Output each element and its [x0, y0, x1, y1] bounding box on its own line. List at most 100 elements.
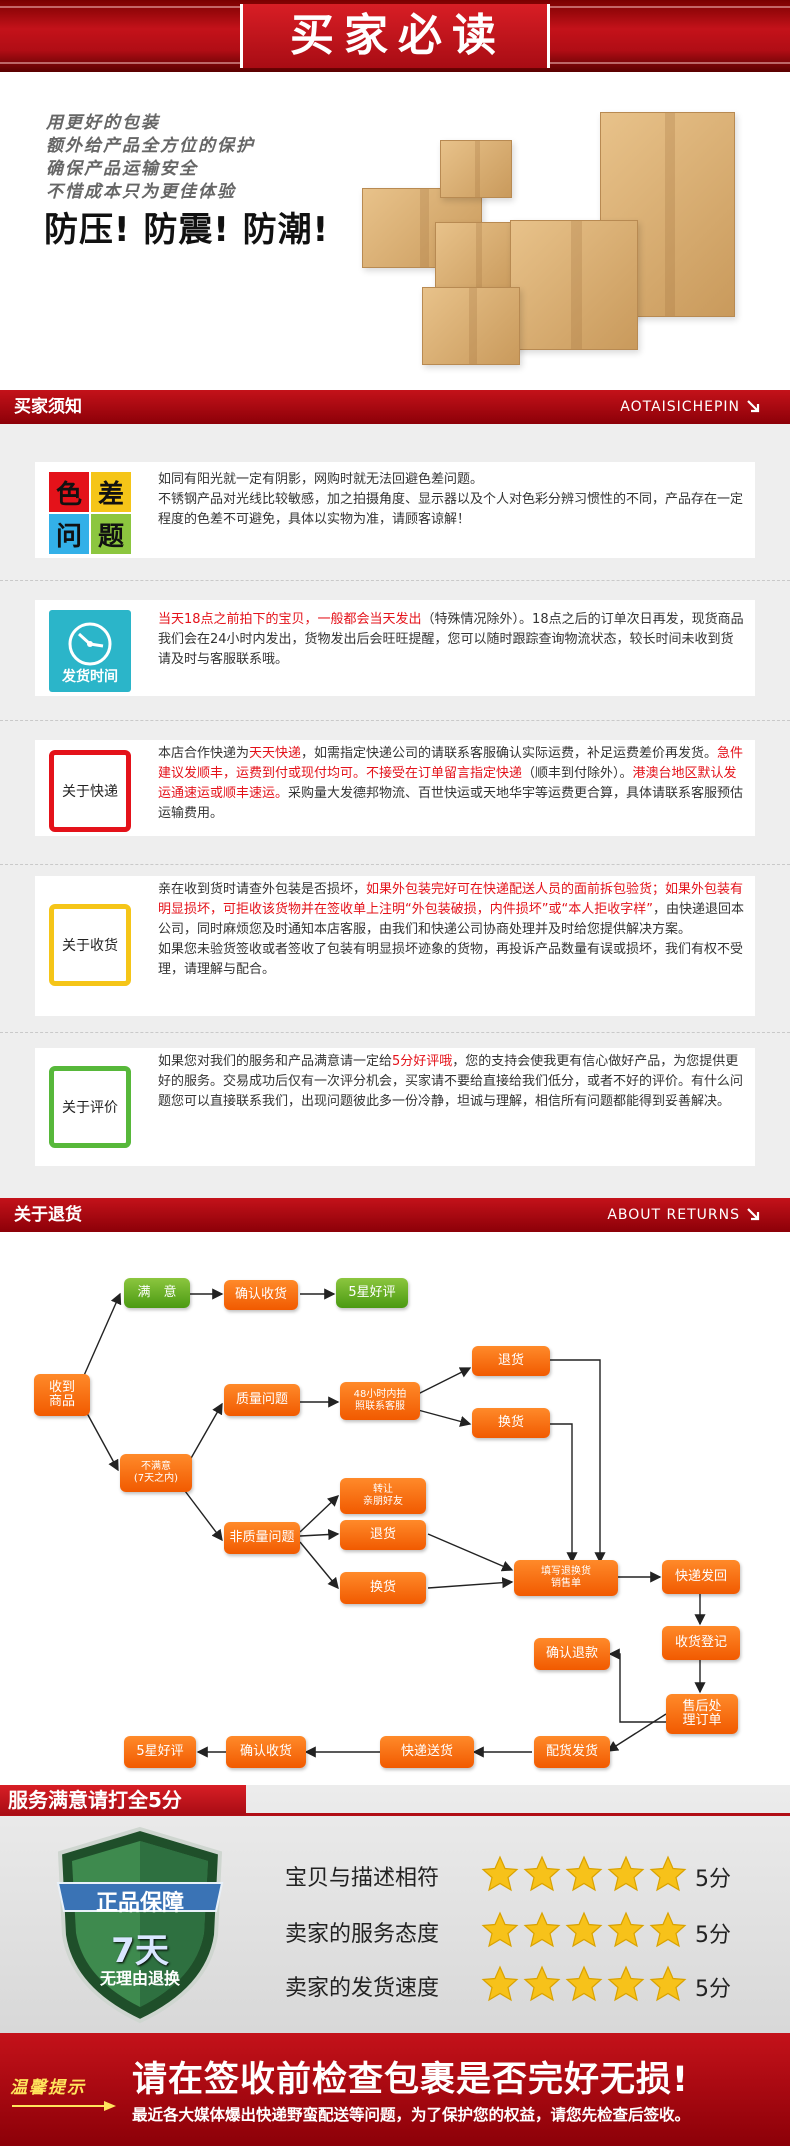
shield-top-text: 正品保障: [95, 1891, 184, 1916]
review-label-icon: 关于评价: [49, 1066, 131, 1148]
hero-line: 不惜成本只为更佳体验: [46, 182, 236, 202]
notice-plain: 亲在收到货时请查外包装是否损坏，: [158, 882, 367, 897]
flow-node-unsatisfied: 不满意 (7天之内): [120, 1454, 192, 1492]
color-cell: 题: [91, 514, 131, 554]
star-icon: [481, 1855, 519, 1892]
flow-node-after-sale: 售后处 理订单: [666, 1694, 738, 1734]
star-rating: [481, 1965, 687, 2005]
star-icon: [523, 1855, 561, 1892]
flow-node-refund: 退货: [472, 1346, 550, 1376]
divider: [0, 580, 790, 581]
star-icon: [565, 1965, 603, 2002]
divider: [0, 720, 790, 721]
guarantee-shield-icon: 正品保障 7天 无理由退换: [50, 1825, 230, 2025]
divider: [0, 1032, 790, 1033]
flow-node-fill-form: 填写退换货 销售单: [514, 1560, 618, 1596]
divider: [0, 864, 790, 865]
hero-line: 确保产品运输安全: [46, 159, 198, 179]
cardboard-box: [435, 222, 520, 288]
tip-main-text: 请在签收前检查包裹是否完好无损!: [132, 2060, 689, 2100]
receiving-label-icon: 关于收货: [49, 904, 131, 986]
hero-line: 额外给产品全方位的保护: [46, 136, 255, 156]
color-difference-icon: 色 差 问 题: [49, 472, 131, 554]
flow-node-exchange: 换货: [472, 1408, 550, 1438]
rating-row: 宝贝与描述相符 5分: [285, 1855, 765, 1895]
notice-highlight: 当天18点之前拍下的宝贝，一般都会当天发出: [158, 612, 422, 627]
flow-node-five-star: 5星好评: [124, 1736, 196, 1768]
section-label: 关于退货: [14, 1205, 82, 1225]
banner-title-box: 买家必读: [240, 4, 550, 68]
color-cell: 问: [49, 514, 89, 554]
color-cell: 差: [91, 472, 131, 512]
top-banner: 买家必读: [0, 0, 790, 72]
rating-row: 卖家的服务态度 5分: [285, 1911, 765, 1951]
flow-node-express-delivery: 快递送货: [380, 1736, 474, 1768]
icon-label: 关于收货: [62, 938, 118, 954]
notice-color-difference: 色 差 问 题 如同有阳光就一定有阴影，网购时就无法回避色差问题。 不锈钢产品对…: [35, 462, 755, 558]
page-title: 买家必读: [290, 10, 506, 61]
cardboard-box: [422, 287, 520, 365]
flow-node-confirm-receipt: 确认收货: [224, 1280, 298, 1310]
arrow-down-right-icon: [746, 399, 760, 413]
star-icon: [523, 1965, 561, 2002]
hero-lines: 用更好的包装 额外给产品全方位的保护 确保产品运输安全 不惜成本只为更佳体验: [46, 112, 255, 204]
flow-node-exchange: 换货: [340, 1572, 426, 1604]
notice-text: 当天18点之前拍下的宝贝，一般都会当天发出（特殊情况除外）。18点之后的订单次日…: [158, 610, 746, 670]
rating-label: 卖家的发货速度: [285, 1976, 440, 2001]
tip-label: 温馨提示: [10, 2078, 86, 2098]
notice-highlight: 天天快递: [249, 746, 302, 761]
notice-text: 本店合作快递为天天快递，如需指定快递公司的请联系客服确认实际运费，补足运费差价再…: [158, 744, 746, 824]
star-icon: [649, 1911, 687, 1948]
rating-label: 宝贝与描述相符: [285, 1866, 440, 1891]
notice-highlight: 如果外包装完好可在快递配送人员的面前拆包验货；如果外包装有明显损坏，可拒收该货物…: [158, 882, 744, 917]
section-label: 买家须知: [14, 397, 82, 417]
notice-receiving: 关于收货 亲在收到货时请查外包装是否损坏，如果外包装完好可在快递配送人员的面前拆…: [35, 876, 755, 1016]
arrow-right-icon: [12, 2101, 116, 2111]
packaging-hero: 用更好的包装 额外给产品全方位的保护 确保产品运输安全 不惜成本只为更佳体验 防…: [0, 72, 790, 390]
rating-score: 5分: [695, 1923, 731, 1948]
flow-node-transfer: 转让 亲朋好友: [340, 1478, 426, 1514]
notice-highlight: 急件建议发顺丰，运费到付或现付均可。不接受在订单留言指定快递: [158, 746, 744, 781]
flow-node-non-quality-issue: 非质量问题: [224, 1522, 300, 1554]
notice-area: 色 差 问 题 如同有阳光就一定有阴影，网购时就无法回避色差问题。 不锈钢产品对…: [0, 424, 790, 1198]
star-icon: [523, 1911, 561, 1948]
rating-section: 服务满意请打全5分 正品保障 7天 无理由退换 宝贝与描述相符 5分 卖家的服务…: [0, 1785, 790, 2033]
flow-node-confirm-refund: 确认退款: [534, 1638, 610, 1670]
icon-label: 关于快递: [62, 784, 118, 800]
arrow-down-right-icon: [746, 1207, 760, 1221]
notice-plain: （特殊情况除外）。18点之后的订单次日再发，现货商品我们会在24小时内发出，货物…: [158, 612, 744, 667]
notice-plain: 本店合作快递为: [158, 746, 250, 761]
rating-label: 卖家的服务态度: [285, 1922, 440, 1947]
star-icon: [607, 1911, 645, 1948]
icon-label: 发货时间: [62, 669, 118, 685]
flow-node-ship-back: 快递发回: [662, 1560, 740, 1594]
cardboard-boxes-image: [350, 102, 770, 382]
flow-node-five-star: 5星好评: [336, 1278, 408, 1308]
flow-node-quality-issue: 质量问题: [224, 1384, 300, 1416]
flow-connectors: [81, 1288, 706, 1758]
star-icon: [649, 1965, 687, 2002]
notice-text: 亲在收到货时请查外包装是否损坏，如果外包装完好可在快递配送人员的面前拆包验货；如…: [158, 880, 746, 980]
notice-plain: 如果您对我们的服务和产品满意请一定给: [158, 1054, 393, 1069]
notice-highlight: 港澳台地区默认发运通速运或顺丰速运。: [158, 766, 737, 801]
notice-highlight: 5分好评哦: [392, 1054, 453, 1069]
star-icon: [481, 1911, 519, 1948]
star-icon: [565, 1911, 603, 1948]
shield-sub-text: 无理由退换: [99, 1969, 180, 1988]
cardboard-box: [510, 220, 638, 350]
color-cell: 色: [49, 472, 89, 512]
notice-text: 如同有阳光就一定有阴影，网购时就无法回避色差问题。 不锈钢产品对光线比较敏感，加…: [158, 472, 744, 527]
flow-node-satisfied: 满 意: [124, 1278, 190, 1308]
tip-sub-text: 最近各大媒体爆出快递野蛮配送等问题，为了保护您的权益，请您先检查后签收。: [132, 2106, 691, 2124]
rating-tab-line: [0, 1813, 790, 1816]
notice-review: 关于评价 如果您对我们的服务和产品满意请一定给5分好评哦，您的支持会使我更有信心…: [35, 1048, 755, 1166]
clock-icon: 发货时间: [49, 610, 131, 692]
returns-flowchart: 收到 商品 满 意 确认收货 5星好评 不满意 (7天之内) 质量问题 48小时…: [0, 1232, 790, 1792]
notice-section-bar: 买家须知 AOTAISICHEPIN: [0, 390, 790, 424]
notice-plain: ，您的支持会使我更有信心做好产品，为您提供更好的服务。交易成功后仅有一次评分机会…: [158, 1054, 744, 1109]
star-rating: [481, 1855, 687, 1895]
rating-score: 5分: [695, 1977, 731, 2002]
flow-node-photo-contact: 48小时内拍 照联系客服: [340, 1382, 420, 1420]
section-en-label: AOTAISICHEPIN: [620, 399, 740, 415]
cardboard-box: [440, 140, 512, 198]
